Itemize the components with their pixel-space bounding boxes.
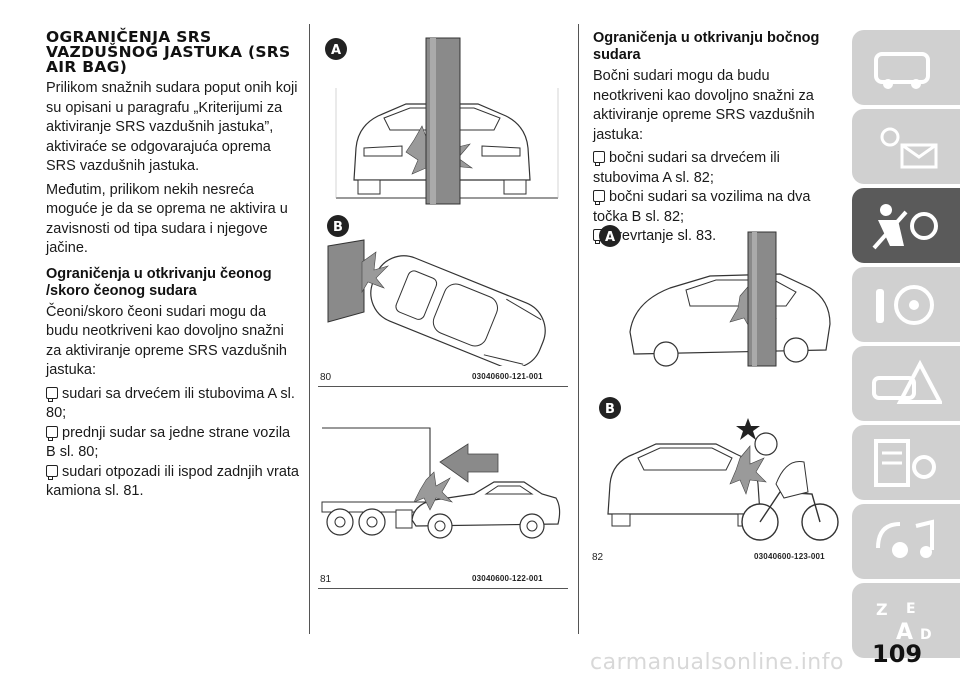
key-steering-icon <box>876 285 934 325</box>
emergency-icon <box>872 359 942 404</box>
figure-80: A B 80 03040600-121-001 <box>318 30 568 387</box>
list-item: sudari sa drvećem ili stubovima A sl. 80… <box>46 385 295 421</box>
svg-text:B: B <box>605 402 615 417</box>
tab-maintenance[interactable] <box>852 425 960 500</box>
svg-text:D: D <box>920 627 932 643</box>
page-title: OGRANIČENJA SRS VAZDUŠNOG JASTUKA (SRS A… <box>46 28 291 76</box>
figure-code: 03040600-123-001 <box>754 552 825 561</box>
bullet-icon <box>46 425 58 441</box>
figure-number: 82 <box>592 552 604 563</box>
svg-text:A: A <box>331 43 341 58</box>
list-item: bočni sudari sa drvećem ili stubovima A … <box>593 150 780 186</box>
label-b-badge <box>599 397 621 419</box>
tab-multimedia[interactable] <box>852 504 960 579</box>
figure-rule <box>318 386 568 387</box>
tab-starting-driving[interactable] <box>852 267 960 342</box>
figure-code: 03040600-122-001 <box>472 574 543 583</box>
bullet-icon <box>593 151 605 166</box>
figure-rule <box>318 588 568 589</box>
tab-dashboard[interactable] <box>852 30 960 105</box>
page-number: 109 <box>872 640 923 668</box>
bullet-icon <box>46 386 58 402</box>
maintenance-icon <box>874 439 936 487</box>
intro-paragraph: Prilikom snažnih sudara poput onih koji … <box>46 80 298 174</box>
bullet-icon <box>593 190 605 205</box>
list-item: sudari otpozadi ili ispod zadnjih vrata … <box>46 463 299 499</box>
tab-emergency[interactable] <box>852 346 960 421</box>
svg-text:E: E <box>906 601 916 617</box>
side-paragraph: Bočni sudari mogu da budu neotkriveni ka… <box>593 68 815 143</box>
column-divider <box>309 24 310 634</box>
frontal-paragraph: Čeoni/skoro čeoni sudari mogu da budu ne… <box>46 303 287 379</box>
svg-text:A: A <box>605 230 615 245</box>
figure-81: 81 03040600-122-001 <box>318 398 568 589</box>
frontal-list: sudari sa drvećem ili stubovima A sl. 80… <box>46 385 300 502</box>
tab-warning-lights[interactable] <box>852 109 960 184</box>
text-column-3: Ograničenja u otkrivanju bočnog sudara B… <box>593 30 843 247</box>
figure-number: 81 <box>320 574 332 585</box>
second-paragraph: Međutim, prilikom nekih nesreća moguće j… <box>46 181 288 257</box>
text-column-1: OGRANIČENJA SRS VAZDUŠNOG JASTUKA (SRS A… <box>46 28 300 502</box>
label-a-badge <box>325 38 347 60</box>
figure-82: A B 82 03040600-123-001 <box>590 222 844 563</box>
watermark: carmanualsonline.info <box>590 650 844 675</box>
column-divider <box>578 24 579 634</box>
list-item: prednji sudar sa jedne strane vozila B s… <box>46 424 291 460</box>
figure-number: 80 <box>320 372 332 383</box>
figure-code: 03040600-121-001 <box>472 372 543 381</box>
side-list: bočni sudari sa drvećem ili stubovima A … <box>593 149 843 247</box>
svg-text:A: A <box>896 620 913 645</box>
list-item: bočni sudari sa vozilima na dva točka B … <box>593 189 811 225</box>
car-dashboard-icon <box>874 52 930 89</box>
label-b-badge <box>327 215 349 237</box>
label-a-badge <box>599 225 621 247</box>
multimedia-icon <box>876 519 934 558</box>
frontal-limits-heading: Ograničenja u otkrivanju čeonog /skoro č… <box>46 265 272 299</box>
side-limits-heading: Ograničenja u otkrivanju bočnog sudara <box>593 30 820 63</box>
svg-text:Z: Z <box>876 600 888 619</box>
svg-text:B: B <box>333 220 343 235</box>
bullet-icon <box>46 464 58 480</box>
airbag-seatbelt-icon <box>872 204 938 250</box>
warning-lights-icon <box>880 127 938 169</box>
tab-safety[interactable] <box>852 188 960 263</box>
